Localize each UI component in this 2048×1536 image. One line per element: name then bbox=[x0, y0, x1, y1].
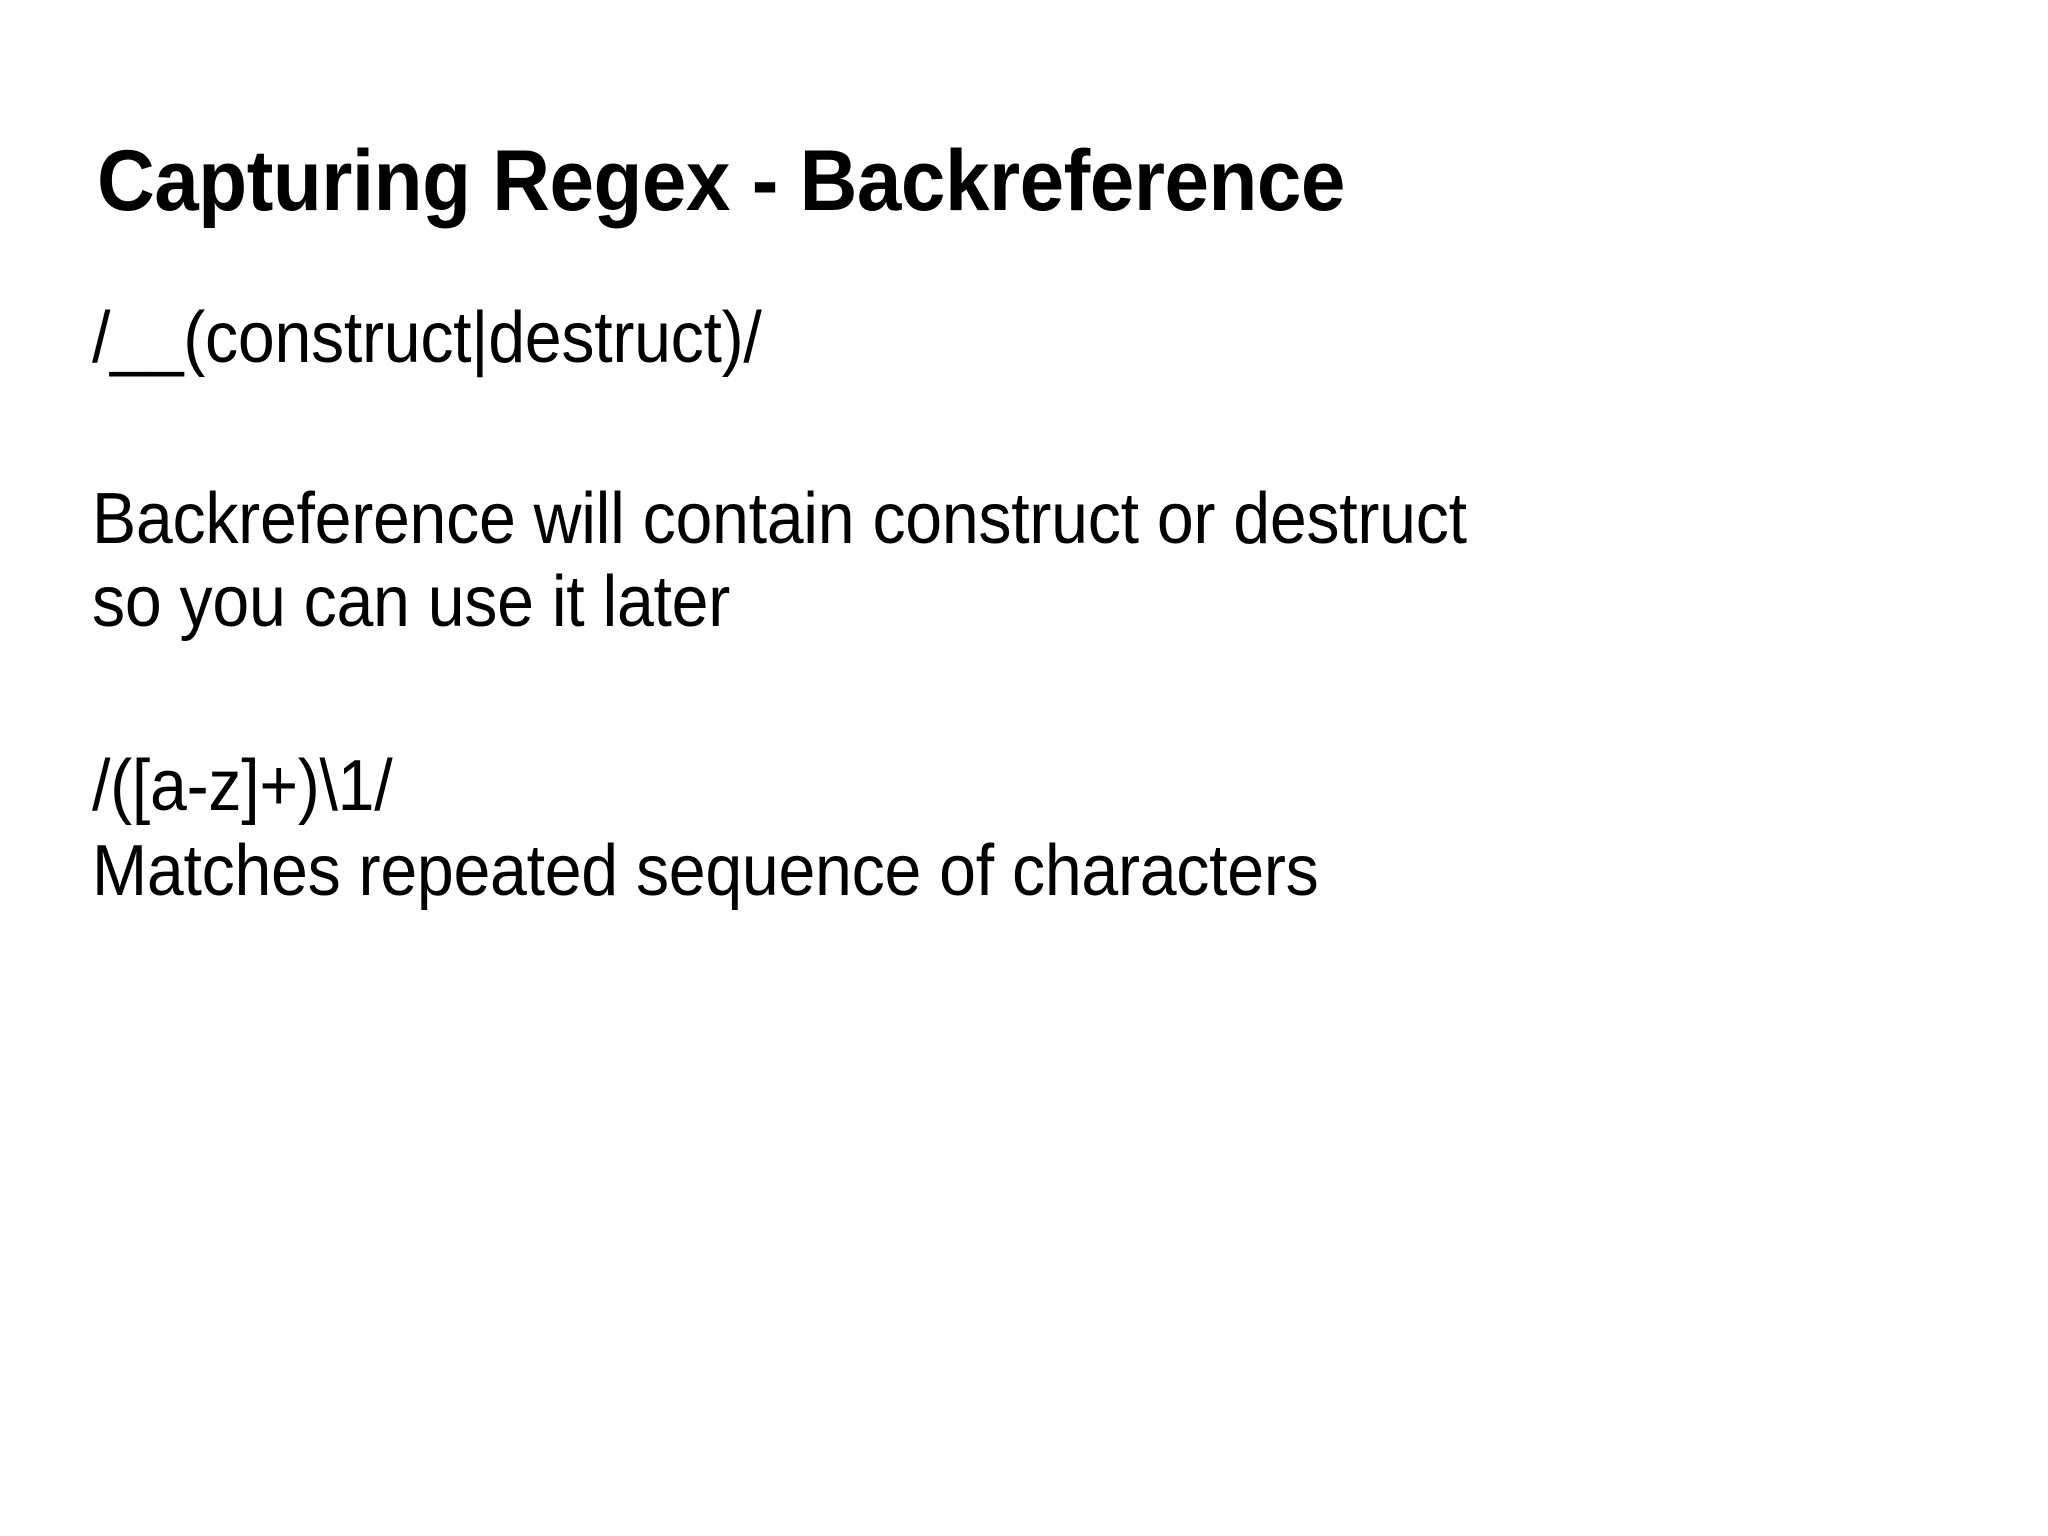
explanation-backreference-contents: Backreference will contain construct or … bbox=[92, 479, 1467, 559]
regex-example-capture-group: /__(construct|destruct)/ bbox=[92, 298, 762, 378]
explanation-backreference-reuse: so you can use it later bbox=[92, 562, 731, 642]
page-title: Capturing Regex - Backreference bbox=[97, 133, 1345, 229]
regex-example-backreference: /([a-z]+)\1/ bbox=[92, 746, 393, 826]
explanation-repeated-sequence: Matches repeated sequence of characters bbox=[92, 831, 1319, 911]
slide-content-column: Capturing Regex - Backreference /__(cons… bbox=[92, 0, 1992, 1536]
